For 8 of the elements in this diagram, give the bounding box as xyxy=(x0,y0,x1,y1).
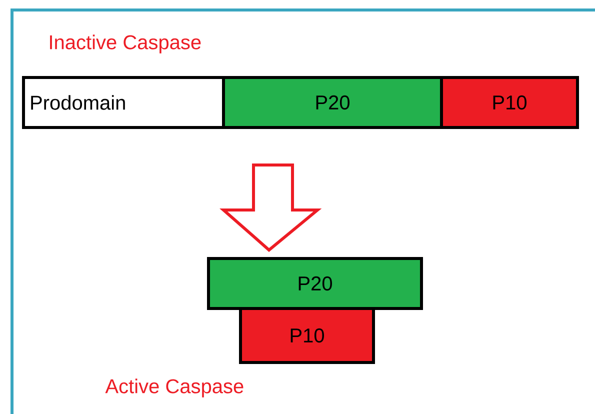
segment-box: P20 xyxy=(222,76,443,129)
segment-box: Prodomain xyxy=(22,76,225,129)
block-arrow xyxy=(220,164,322,252)
segment-box: P20 xyxy=(207,257,423,310)
segment-box: P10 xyxy=(440,76,579,129)
caption-text: Inactive Caspase xyxy=(50,34,201,54)
caption-text: Active Caspase xyxy=(105,378,244,398)
segment-box: P10 xyxy=(239,307,375,364)
